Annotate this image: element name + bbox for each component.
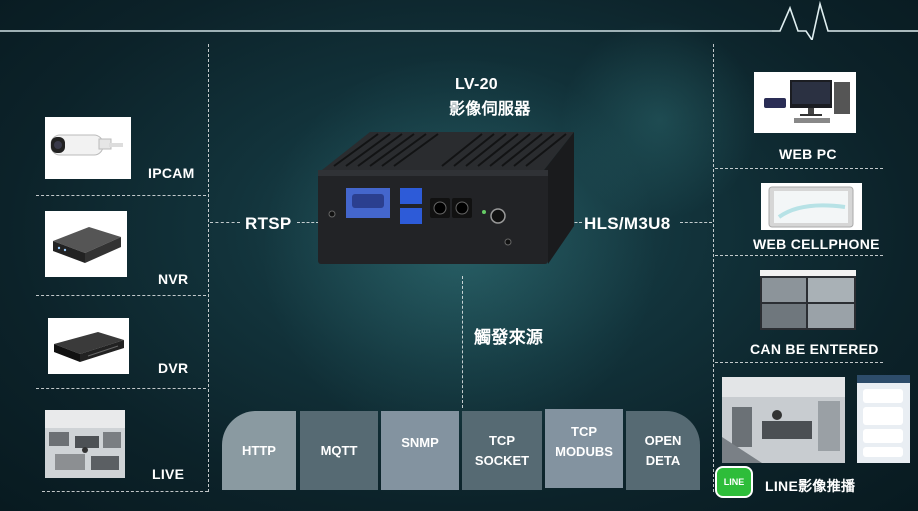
left-row-line	[36, 195, 206, 196]
hls-connector	[680, 222, 712, 223]
hls-connector	[570, 222, 582, 223]
protocol-tile: MQTT	[300, 411, 378, 490]
right-output-label: WEB PC	[779, 146, 837, 162]
right-row-line	[715, 168, 883, 169]
nvr-icon	[45, 211, 127, 277]
left-divider	[208, 44, 209, 492]
protocol-tile: SNMP	[381, 411, 459, 490]
right-output-label: WEB CELLPHONE	[753, 236, 880, 252]
live-camera-view	[45, 410, 125, 478]
line-live-view	[722, 377, 845, 463]
dvr-icon	[48, 318, 129, 374]
tablet-icon	[761, 183, 862, 230]
left-device-label: DVR	[158, 360, 189, 376]
right-divider	[713, 44, 714, 492]
left-row-line	[36, 388, 206, 389]
trigger-label: 觸發來源	[474, 328, 544, 347]
left-row-line	[42, 491, 208, 492]
rtsp-connector	[210, 222, 240, 223]
left-device-label: LIVE	[152, 466, 185, 482]
server-device	[312, 122, 574, 268]
protocol-tile: HTTP	[222, 411, 296, 490]
hls-label: HLS/M3U8	[584, 214, 671, 233]
line-logo-text: LINE	[723, 477, 745, 487]
rtsp-label: RTSP	[245, 214, 292, 233]
web-pc-icon	[754, 72, 856, 133]
right-row-line	[715, 255, 883, 256]
server-subtitle: 影像伺服器	[449, 101, 531, 118]
right-row-line	[715, 362, 883, 363]
left-row-line	[36, 295, 206, 296]
camera-grid-view	[760, 270, 856, 330]
left-device-label: NVR	[158, 271, 189, 287]
right-output-label: LINE影像推播	[765, 478, 856, 494]
ipcam-icon	[45, 117, 131, 179]
line-chat-view	[857, 375, 910, 463]
left-device-label: IPCAM	[148, 165, 195, 181]
header-line	[0, 0, 918, 43]
line-logo-icon: LINE	[715, 466, 753, 498]
server-title: LV-20	[455, 76, 498, 93]
rtsp-connector	[297, 222, 319, 223]
trigger-connector	[462, 276, 463, 408]
right-output-label: CAN BE ENTERED	[750, 341, 879, 357]
